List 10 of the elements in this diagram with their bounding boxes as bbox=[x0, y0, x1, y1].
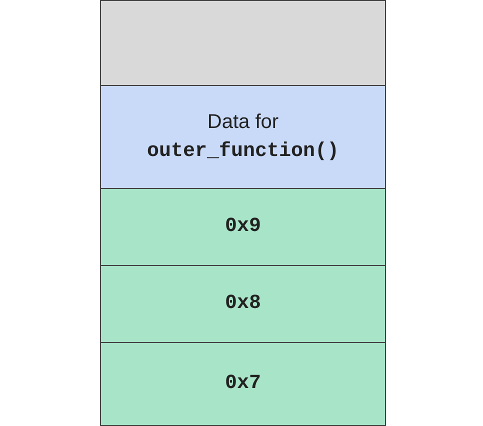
code-label: outer_function() bbox=[146, 139, 340, 165]
stack-frame bbox=[100, 188, 386, 266]
stack-frame bbox=[100, 342, 386, 426]
stack-frame bbox=[100, 265, 386, 343]
frame-label: Data for bbox=[207, 110, 279, 135]
code-label: 0x7 bbox=[224, 371, 261, 397]
stack-frame bbox=[100, 85, 386, 189]
code-label: 0x9 bbox=[224, 214, 261, 240]
empty-stack-slot bbox=[100, 0, 386, 86]
code-label: 0x8 bbox=[224, 291, 261, 317]
